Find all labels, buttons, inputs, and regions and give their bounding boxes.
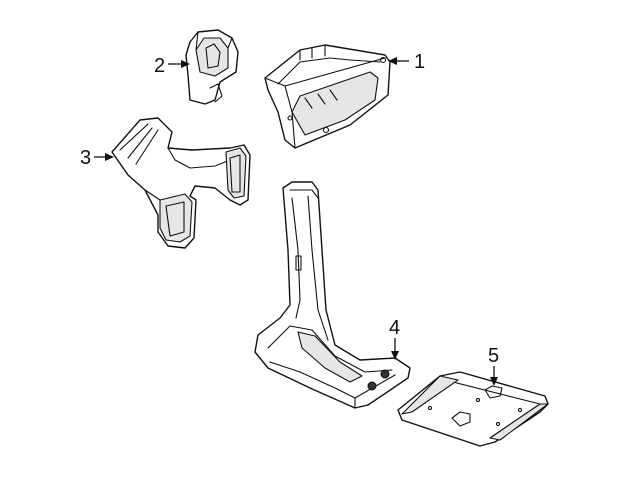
callout-5-arrow [490,377,498,386]
callout-3: 3 [80,147,114,169]
callout-1-arrow [388,57,397,65]
callout-1-label: 1 [414,51,425,73]
callout-4-arrow [391,351,399,360]
callout-4-label: 4 [389,317,400,339]
part-2-elbow-duct [185,29,239,105]
part-4-floor-duct [254,181,411,409]
callout-2-arrow [181,60,190,68]
part-3-y-duct [111,117,251,249]
callout-5: 5 [488,345,499,386]
part-1-duct-housing [264,44,391,149]
callout-4: 4 [389,317,400,360]
callout-1: 1 [388,51,425,73]
callout-2: 2 [154,55,190,77]
callout-3-label: 3 [80,147,91,169]
callout-2-label: 2 [154,55,165,77]
callout-3-arrow [105,153,114,161]
part-5-floor-outlet [397,371,549,447]
callout-5-label: 5 [488,345,499,367]
